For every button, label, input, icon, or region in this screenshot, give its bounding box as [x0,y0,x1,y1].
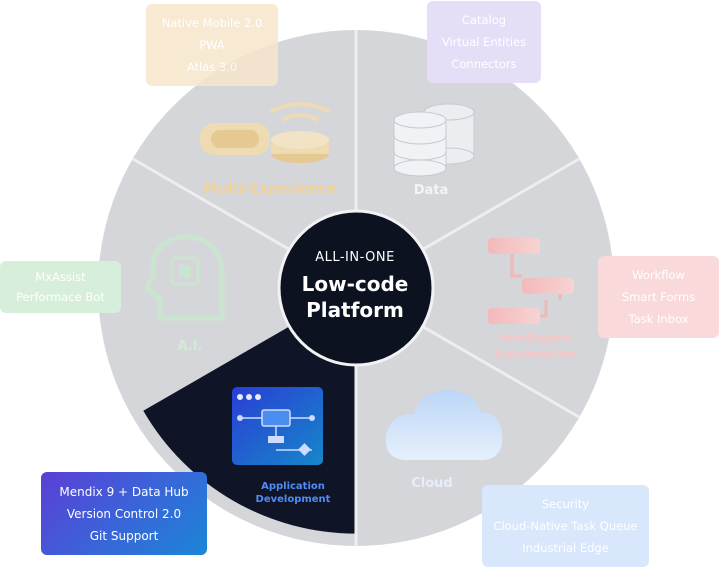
feature-box-cloud: Security Cloud-Native Task Queue Industr… [482,485,649,567]
vr-headset-icon [200,102,331,163]
center-circle [277,209,435,367]
segment-label-intelligent-automation: Intelligent Automation [490,330,580,362]
feature-item: Virtual Entities [441,35,527,49]
feature-item: Security [541,497,590,511]
segment-label-application: Application [261,481,325,492]
segment-label-data: Data [413,183,449,198]
feature-box-application-development: Mendix 9 + Data Hub Version Control 2.0 … [41,472,207,555]
feature-item: Connectors [451,57,517,71]
feature-item: MxAssist [35,270,86,284]
feature-item: Mendix 9 + Data Hub [59,484,189,499]
feature-item: Git Support [89,528,159,543]
segment-label-application-development: Application Development [238,480,348,506]
center-platform: Platform [306,298,404,322]
cloud-icon [385,390,503,460]
database-icon [393,103,475,177]
feature-item: Performace Bot [16,290,105,304]
ai-head-chip-icon [145,234,225,321]
feature-item: Workflow [632,268,685,282]
segment-label-development: Development [255,494,331,505]
feature-item: Atlas 3.0 [186,60,238,74]
feature-item: Catalog [461,13,507,27]
center-low-code: Low-code [301,272,409,296]
feature-item: Industrial Edge [522,541,609,555]
flowchart-icon [488,238,574,324]
feature-item: Cloud-Native Task Queue [493,519,638,533]
feature-box-intelligent-automation: Workflow Smart Forms Task Inbox [598,256,719,338]
feature-item: Smart Forms [621,290,696,304]
feature-item: Version Control 2.0 [66,506,182,521]
center-all-in-one: ALL-IN-ONE [315,250,395,265]
segment-label-ai: A.I. [177,339,203,354]
feature-box-ai: MxAssist Performace Bot [0,261,121,313]
segment-label-intelligent: Intelligent [498,330,572,345]
center-title: ALL-IN-ONE Low-code Platform [280,230,430,323]
feature-item: Native Mobile 2.0 [161,16,263,30]
feature-box-data: Catalog Virtual Entities Connectors [427,1,541,83]
segment-label-cloud: Cloud [411,476,453,491]
segment-label-automation: Automation [493,346,577,361]
feature-item: Task Inbox [628,312,689,326]
app-window-flow-icon [232,387,323,465]
segment-label-multi-experience: Multi-Experience [203,181,337,197]
feature-box-multi-experience: Native Mobile 2.0 PWA Atlas 3.0 [146,4,278,86]
feature-item: PWA [199,38,225,52]
